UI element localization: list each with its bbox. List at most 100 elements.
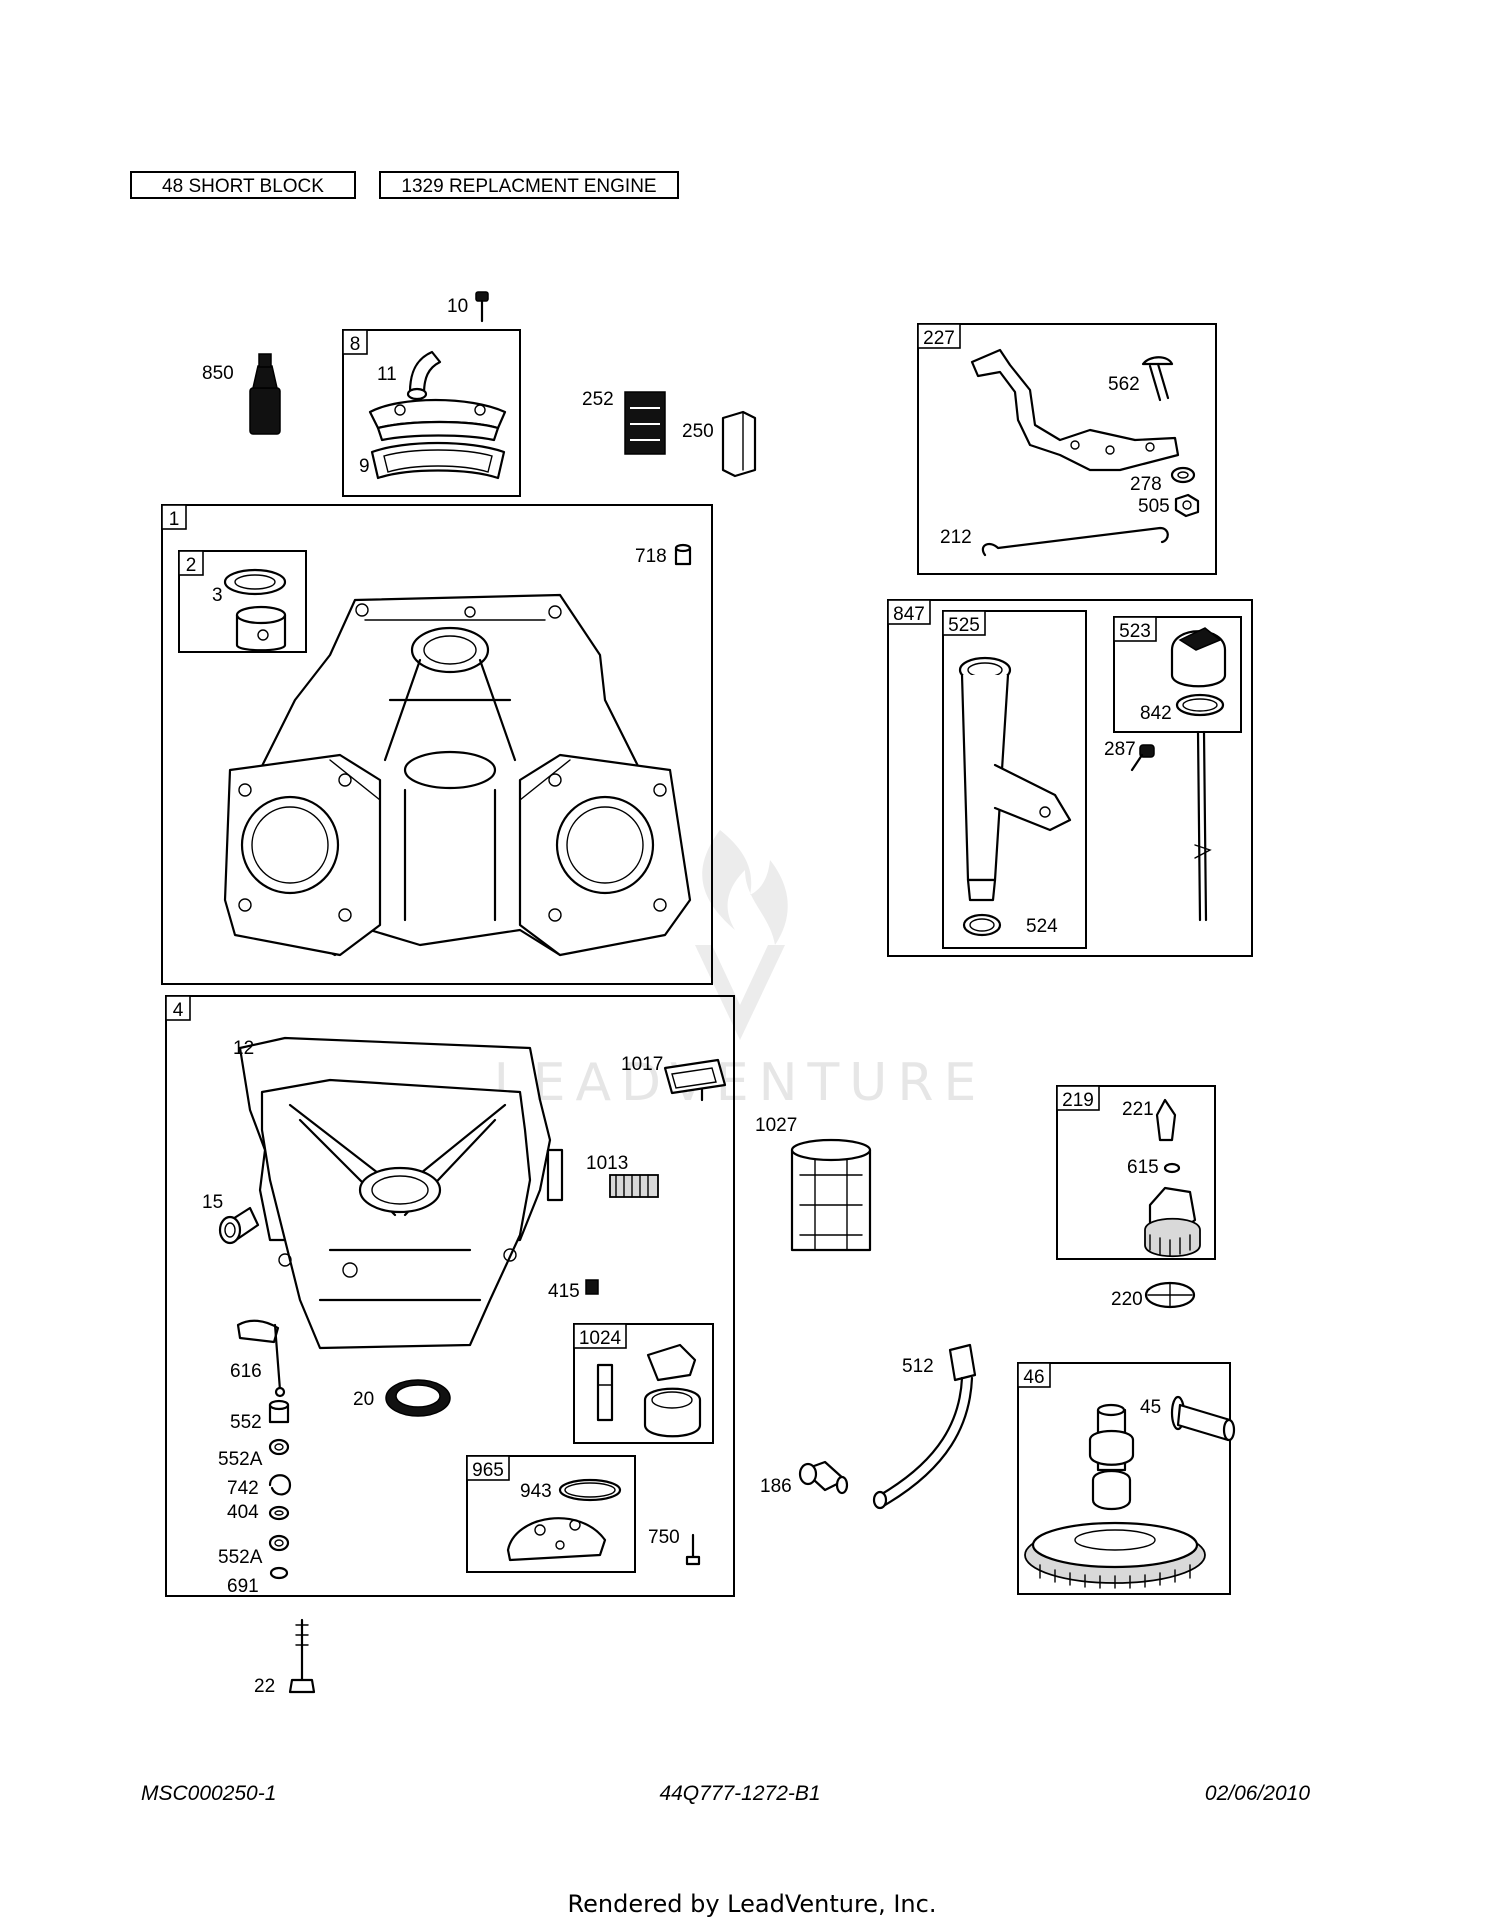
group-219-tag-box <box>1056 1085 1100 1111</box>
group-227-tag-box <box>917 323 961 349</box>
group-46-frame <box>1017 1362 1231 1595</box>
footer-date: 02/06/2010 <box>1205 1782 1310 1805</box>
callout-842: 842 <box>1140 703 1172 724</box>
camshaft-46 <box>1024 1403 1206 1589</box>
callout-252: 252 <box>582 389 614 410</box>
group-8-tag: 8 <box>350 334 361 355</box>
group-219-tag: 219 <box>1062 1090 1094 1111</box>
sealant-tube-850 <box>249 353 281 435</box>
group-847-tag: 847 <box>893 604 925 625</box>
group-523-tag: 523 <box>1119 621 1151 642</box>
washer-220 <box>1144 1281 1196 1309</box>
oil-filter-1027 <box>790 1138 872 1252</box>
callout-552a-top: 552A <box>218 1449 263 1470</box>
callout-45: 45 <box>1140 1397 1161 1418</box>
callout-221: 221 <box>1122 1099 1154 1120</box>
callout-552: 552 <box>230 1412 262 1433</box>
callout-labels: 3 9 10 11 12 15 20 22 45 186 212 220 221… <box>202 296 1172 1697</box>
short-block-tag: 48 SHORT BLOCK <box>162 176 324 197</box>
watermark-v-icon <box>695 945 785 1040</box>
group-1024-frame <box>573 1323 714 1444</box>
o-ring-524 <box>962 913 1002 937</box>
plug-415 <box>585 1279 599 1295</box>
group-219-frame <box>1056 1085 1216 1260</box>
footer-center-code: 44Q777-1272-B1 <box>659 1782 820 1805</box>
group-965-tag-box <box>466 1455 510 1481</box>
callout-10: 10 <box>447 296 468 317</box>
group-523-tag-box <box>1113 616 1157 642</box>
governor-gear-219 <box>1144 1098 1201 1258</box>
group-525-tag-box <box>942 610 986 636</box>
seal-15 <box>218 1206 260 1245</box>
callout-3: 3 <box>212 585 223 606</box>
callout-287: 287 <box>1104 739 1136 760</box>
group-4-tag-box <box>165 995 191 1021</box>
group-4-frame <box>165 995 735 1597</box>
screw-750 <box>685 1533 701 1566</box>
gasket-9 <box>370 441 506 480</box>
group-46-tag-box <box>1017 1362 1051 1388</box>
group-227-tag: 227 <box>923 328 955 349</box>
dipstick-tube-525 <box>958 656 1072 902</box>
breather-hose-512 <box>872 1343 977 1510</box>
governor-shaft-616 <box>236 1319 286 1398</box>
governor-lever-227 <box>970 348 1180 472</box>
group-frames <box>161 323 1253 1597</box>
callout-278: 278 <box>1130 474 1162 495</box>
short-block-tag-box <box>130 171 356 199</box>
watermark-text: LEADVENTURE <box>494 1053 987 1113</box>
group-2-tag: 2 <box>186 555 197 576</box>
callout-9: 9 <box>359 456 370 477</box>
callout-1013: 1013 <box>586 1153 628 1174</box>
dipstick-523 <box>1170 627 1227 922</box>
group-525-tag: 525 <box>948 615 980 636</box>
callout-616: 616 <box>230 1361 262 1382</box>
callout-718: 718 <box>635 546 667 567</box>
callout-750: 750 <box>648 1527 680 1548</box>
callout-943: 943 <box>520 1481 552 1502</box>
bolt-22 <box>288 1618 316 1694</box>
callout-415: 415 <box>548 1281 580 1302</box>
callout-505: 505 <box>1138 496 1170 517</box>
engine-block-1 <box>223 593 692 957</box>
callout-562: 562 <box>1108 374 1140 395</box>
callout-186: 186 <box>760 1476 792 1497</box>
callout-1017: 1017 <box>621 1054 663 1075</box>
group-1-tag: 1 <box>169 509 180 530</box>
screw-10 <box>475 291 489 323</box>
group-1024-tag-box <box>573 1323 627 1349</box>
group-227-frame <box>917 323 1217 575</box>
nut-505 <box>1174 493 1200 518</box>
callout-742: 742 <box>227 1478 259 1499</box>
screw-287 <box>1130 744 1155 772</box>
screen-1017 <box>663 1058 727 1102</box>
callout-552a-bottom: 552A <box>218 1547 263 1568</box>
group-523-frame <box>1113 616 1242 733</box>
group-965-tag: 965 <box>472 1460 504 1481</box>
part-drawings <box>218 291 1236 1694</box>
seal-20 <box>385 1379 451 1417</box>
group-847-frame <box>887 599 1253 957</box>
callout-12: 12 <box>233 1038 254 1059</box>
callout-524: 524 <box>1026 916 1058 937</box>
callout-404: 404 <box>227 1502 259 1523</box>
pump-cover-965 <box>506 1517 607 1562</box>
callout-512: 512 <box>902 1356 934 1377</box>
callout-1027: 1027 <box>755 1115 797 1136</box>
group-46-tag: 46 <box>1023 1367 1044 1388</box>
washer-278 <box>1170 466 1196 484</box>
piston-3 <box>223 568 287 652</box>
header-tags: 48 SHORT BLOCK 1329 REPLACMENT ENGINE <box>130 171 679 199</box>
callout-212: 212 <box>940 527 972 548</box>
filter-252 <box>624 391 666 455</box>
callout-11: 11 <box>377 364 397 385</box>
group-2-tag-box <box>178 550 204 576</box>
breather-cover-8 <box>368 398 507 442</box>
callout-15: 15 <box>202 1192 223 1213</box>
group-8-tag-box <box>342 329 368 355</box>
group-2-frame <box>178 550 307 653</box>
callout-615: 615 <box>1127 1157 1159 1178</box>
watermark-logo-icon <box>702 830 788 945</box>
link-212 <box>981 526 1169 557</box>
